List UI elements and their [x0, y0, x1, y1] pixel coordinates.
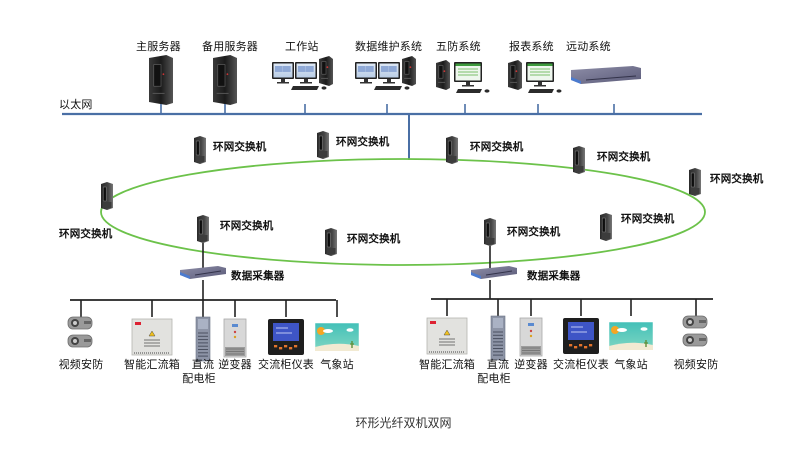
field-device-dc-cabinet — [490, 299, 506, 361]
ethernet-label: 以太网 — [59, 98, 93, 111]
ring-switch — [101, 182, 113, 210]
ring-switch — [689, 168, 701, 196]
field-device-weather-station — [608, 299, 654, 351]
field-device-label-line2: 配电柜 — [182, 372, 216, 385]
ethernet-device-label: 报表系统 — [509, 40, 554, 53]
field-device-camera — [682, 299, 708, 347]
field-device-weather-station — [314, 300, 360, 352]
field-device-label: 气象站 — [614, 358, 648, 371]
data-collector — [431, 246, 713, 300]
field-device-inverter — [223, 300, 247, 358]
field-device-combiner-box — [426, 299, 468, 355]
ring-switch-label: 环网交换机 — [336, 136, 390, 148]
ring-switch — [484, 218, 496, 246]
device-tower — [149, 55, 173, 105]
field-device-combiner-box — [131, 300, 173, 356]
ethernet-device-label: 工作站 — [285, 40, 319, 53]
field-device-inverter — [519, 299, 543, 357]
device-rack-unit — [571, 66, 641, 84]
field-device-camera — [67, 300, 93, 348]
ethernet-device-label: 备用服务器 — [202, 40, 258, 53]
field-device-meter — [563, 299, 599, 354]
field-device-label-line2: 配电柜 — [477, 372, 511, 385]
device-tower — [213, 55, 237, 105]
ring-switch-label: 环网交换机 — [213, 141, 267, 153]
ring-switch-label: 环网交换机 — [507, 226, 561, 238]
field-device-label: 气象站 — [320, 358, 354, 371]
field-device-label: 智能汇流箱 — [419, 358, 475, 371]
device-dual-monitor-pc — [272, 56, 333, 90]
field-device-label: 逆变器 — [218, 358, 252, 371]
ring-switch-label: 环网交换机 — [470, 141, 524, 153]
device-pc — [508, 60, 562, 93]
ring-switch — [325, 228, 337, 256]
ring-switch — [194, 136, 206, 164]
ring-switch-label: 环网交换机 — [710, 173, 764, 185]
ethernet-bus — [62, 112, 702, 160]
field-device-meter — [268, 300, 304, 355]
field-device-label: 智能汇流箱 — [124, 358, 180, 371]
ethernet-device-label: 五防系统 — [436, 40, 481, 53]
ring-switch — [600, 213, 612, 241]
ring-switch — [446, 136, 458, 164]
ring-switch-label: 环网交换机 — [347, 233, 401, 245]
fiber-ring — [100, 158, 706, 266]
data-collector — [70, 243, 336, 301]
data-collector-label: 数据采集器 — [527, 270, 581, 282]
field-device-label: 逆变器 — [514, 358, 548, 371]
field-device-dc-cabinet — [195, 300, 211, 362]
field-device-label: 视频安防 — [673, 358, 719, 371]
ring-switch-label: 环网交换机 — [597, 151, 651, 163]
field-device-label: 视频安防 — [58, 358, 104, 371]
field-device-label: 交流柜仪表 — [258, 358, 314, 371]
diagram-caption: 环形光纤双机双网 — [355, 416, 452, 430]
ring-line — [100, 158, 706, 266]
device-pc — [436, 60, 490, 93]
ring-switch-label: 环网交换机 — [59, 228, 113, 240]
ethernet-device-label: 数据维护系统 — [355, 40, 423, 53]
ring-switch — [317, 131, 329, 159]
ring-switch-label: 环网交换机 — [621, 213, 675, 225]
ring-switch — [573, 146, 585, 174]
ring-switch-label: 环网交换机 — [220, 220, 274, 232]
data-collector-label: 数据采集器 — [231, 270, 285, 282]
device-dual-monitor-pc — [355, 56, 416, 90]
ring-switch — [197, 215, 209, 243]
field-device-label: 直流 — [486, 358, 510, 371]
ethernet-device-label: 远动系统 — [566, 40, 611, 53]
field-device-label: 直流 — [191, 358, 215, 371]
ethernet-device-label: 主服务器 — [136, 40, 181, 53]
field-device-label: 交流柜仪表 — [553, 358, 609, 371]
